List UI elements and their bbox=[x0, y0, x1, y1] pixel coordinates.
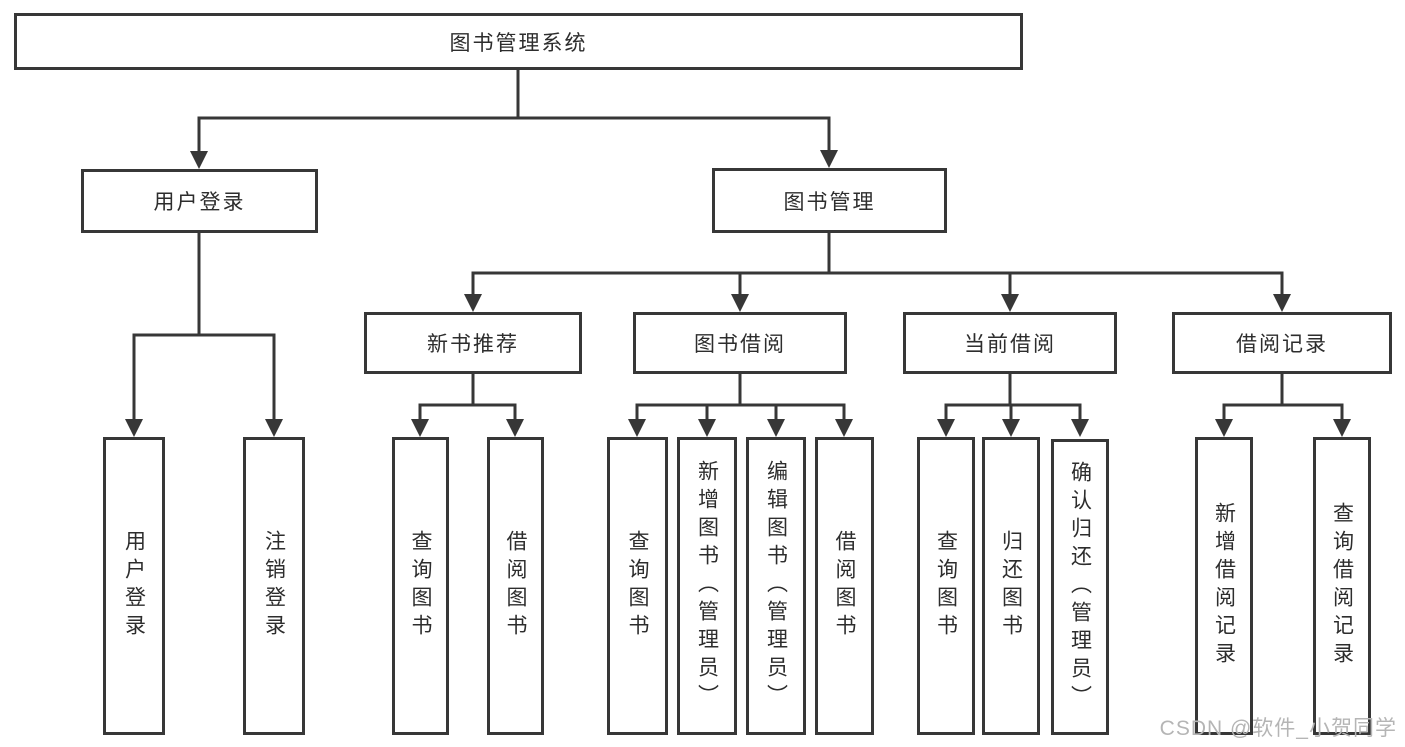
node-leaf-borrow-books-recommend: 借阅图书 bbox=[487, 437, 544, 735]
node-user-login: 用户登录 bbox=[81, 169, 318, 233]
node-leaf-edit-book-admin: 编辑图书（管理员） bbox=[746, 437, 806, 735]
node-leaf-query-books-recommend: 查询图书 bbox=[392, 437, 449, 735]
node-leaf-query-borrow-record: 查询借阅记录 bbox=[1313, 437, 1371, 735]
node-label: 用户登录 bbox=[153, 191, 246, 214]
node-label: 新增图书（管理员） bbox=[695, 460, 719, 712]
node-leaf-query-books-current: 查询图书 bbox=[917, 437, 975, 735]
arrow-down-icon bbox=[1002, 419, 1020, 437]
arrow-down-icon bbox=[1215, 419, 1233, 437]
node-label: 当前借阅 bbox=[964, 333, 1056, 356]
node-label: 新增借阅记录 bbox=[1212, 502, 1236, 670]
node-label: 查询图书 bbox=[409, 530, 432, 642]
node-label: 用户登录 bbox=[122, 530, 146, 642]
arrow-down-icon bbox=[731, 294, 749, 312]
node-leaf-add-borrow-record: 新增借阅记录 bbox=[1195, 437, 1253, 735]
node-leaf-query-books-borrowing: 查询图书 bbox=[607, 437, 668, 735]
arrow-down-icon bbox=[125, 419, 143, 437]
node-leaf-user-login: 用户登录 bbox=[103, 437, 165, 735]
node-label: 查询图书 bbox=[934, 530, 958, 642]
node-leaf-confirm-return-admin: 确认归还（管理员） bbox=[1051, 439, 1109, 735]
node-label: 借阅记录 bbox=[1236, 333, 1328, 356]
node-current-borrowing: 当前借阅 bbox=[903, 312, 1117, 374]
arrow-down-icon bbox=[1333, 419, 1351, 437]
node-leaf-return-book: 归还图书 bbox=[982, 437, 1040, 735]
node-label: 注销登录 bbox=[262, 530, 286, 642]
arrow-down-icon bbox=[265, 419, 283, 437]
node-book-borrowing: 图书借阅 bbox=[633, 312, 847, 374]
arrow-down-icon bbox=[506, 419, 524, 437]
node-leaf-logout: 注销登录 bbox=[243, 437, 305, 735]
node-library-system: 图书管理系统 bbox=[14, 13, 1023, 70]
node-borrowing-records: 借阅记录 bbox=[1172, 312, 1392, 374]
arrow-down-icon bbox=[767, 419, 785, 437]
node-label: 确认归还（管理员） bbox=[1068, 461, 1092, 713]
arrow-down-icon bbox=[411, 419, 429, 437]
csdn-watermark: CSDN @软件_小贺同学 bbox=[1159, 717, 1397, 740]
arrow-down-icon bbox=[835, 419, 853, 437]
arrow-down-icon bbox=[820, 150, 838, 168]
node-label: 归还图书 bbox=[999, 530, 1023, 642]
node-leaf-borrow-books: 借阅图书 bbox=[815, 437, 874, 735]
arrow-down-icon bbox=[1273, 294, 1291, 312]
node-label: 借阅图书 bbox=[504, 530, 527, 642]
node-label: 图书借阅 bbox=[694, 333, 786, 356]
arrow-down-icon bbox=[1001, 294, 1019, 312]
arrow-down-icon bbox=[937, 419, 955, 437]
node-label: 图书管理 bbox=[783, 190, 876, 214]
node-book-management: 图书管理 bbox=[712, 168, 947, 233]
node-label: 查询图书 bbox=[626, 530, 649, 642]
arrow-down-icon bbox=[628, 419, 646, 437]
node-label: 图书管理系统 bbox=[449, 31, 588, 55]
arrow-down-icon bbox=[464, 294, 482, 312]
node-new-book-recommend: 新书推荐 bbox=[364, 312, 582, 374]
node-label: 查询借阅记录 bbox=[1330, 502, 1354, 670]
node-label: 借阅图书 bbox=[833, 530, 856, 642]
node-label: 编辑图书（管理员） bbox=[764, 460, 788, 712]
node-label: 新书推荐 bbox=[427, 333, 519, 356]
node-leaf-add-book-admin: 新增图书（管理员） bbox=[677, 437, 737, 735]
arrow-down-icon bbox=[190, 151, 208, 169]
arrow-down-icon bbox=[698, 419, 716, 437]
arrow-down-icon bbox=[1071, 419, 1089, 437]
